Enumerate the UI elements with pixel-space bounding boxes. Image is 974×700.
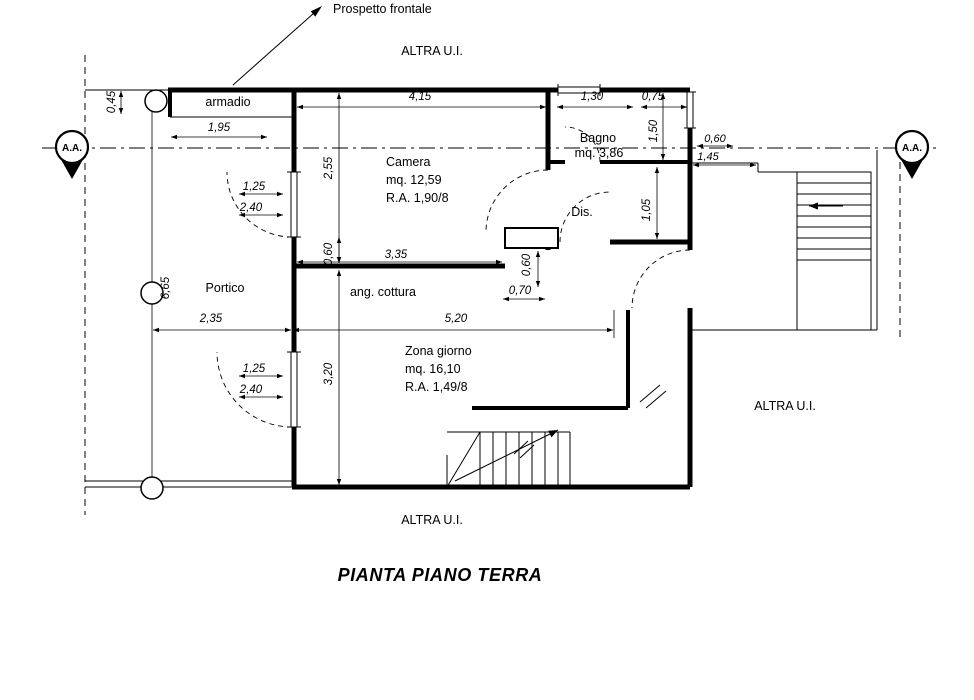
room-ra-camera: R.A. 1,90/8 [386, 191, 449, 205]
dimension-texts: 0,45 1,95 4,15 1,30 0,75 1,50 0,60 1,45 … [106, 90, 727, 396]
prospetto-arrow-icon [310, 6, 322, 17]
altra-ui-top: ALTRA U.I. [401, 44, 463, 58]
exterior-stairs [692, 150, 878, 331]
dim-3-35: 3,35 [385, 249, 408, 261]
dim-0-75: 0,75 [642, 91, 665, 103]
door-swings [216, 126, 691, 428]
dim-0-60-left: 0,60 [323, 242, 335, 265]
window-bagno [557, 84, 601, 96]
dim-1-50: 1,50 [648, 119, 660, 142]
door-arc-entrance [631, 249, 691, 309]
column [144, 89, 168, 113]
room-area-bagno: mq. 3,86 [575, 146, 624, 160]
interior-stairs [446, 384, 667, 488]
column [140, 476, 164, 500]
dim-2-40-bottom: 2,40 [239, 384, 263, 396]
interior-walls [292, 90, 690, 410]
shutter-arc-bottom [216, 351, 293, 428]
dim-1-25-top: 1,25 [243, 181, 266, 193]
dim-0-45: 0,45 [106, 90, 118, 113]
dim-1-25-bottom: 1,25 [243, 363, 266, 375]
dim-4-15: 4,15 [409, 91, 432, 103]
dim-0-60-duct: 0,60 [521, 253, 533, 276]
room-labels: armadio Camera mq. 12,59 R.A. 1,90/8 Bag… [205, 95, 623, 394]
stair-break-mark-2 [639, 384, 667, 409]
stair-direction-arrow-interior [454, 429, 559, 482]
room-label-camera: Camera [386, 155, 431, 169]
door-arc-camera [485, 169, 549, 233]
dimension-lines [118, 91, 756, 485]
dim-2-40-top: 2,40 [239, 202, 263, 214]
room-area-zona-giorno: mq. 16,10 [405, 362, 461, 376]
dim-2-35: 2,35 [199, 313, 223, 325]
dim-6-65: 6,65 [160, 276, 172, 299]
dim-1-05: 1,05 [641, 198, 653, 221]
room-label-armadio: armadio [205, 95, 250, 109]
room-ra-zona-giorno: R.A. 1,49/8 [405, 380, 468, 394]
page-title: PIANTA PIANO TERRA [338, 565, 543, 585]
kitchen-duct [504, 227, 559, 249]
altra-ui-right: ALTRA U.I. [754, 399, 816, 413]
section-circle-icon [894, 129, 930, 165]
portico-columns [140, 89, 168, 500]
reference-lines [42, 55, 938, 515]
room-label-ang-cottura: ang. cottura [350, 285, 416, 299]
section-label-right: A.A. [902, 143, 922, 154]
dim-2-55: 2,55 [323, 156, 335, 180]
prospetto-callout: Prospetto frontale [232, 2, 432, 86]
dim-1-95: 1,95 [208, 122, 231, 134]
room-label-portico: Portico [206, 281, 245, 295]
prospetto-label: Prospetto frontale [333, 2, 432, 16]
section-label-left: A.A. [62, 143, 82, 154]
adjacent-unit-labels: ALTRA U.I. ALTRA U.I. ALTRA U.I. [401, 44, 816, 527]
dim-3-20: 3,20 [323, 362, 335, 385]
window-camera [287, 171, 301, 238]
room-label-dis: Dis. [571, 205, 593, 219]
room-area-camera: mq. 12,59 [386, 173, 442, 187]
column [140, 281, 164, 305]
dim-5-20: 5,20 [445, 313, 468, 325]
windows [287, 84, 696, 428]
room-label-zona-giorno: Zona giorno [405, 344, 472, 358]
altra-ui-bottom: ALTRA U.I. [401, 513, 463, 527]
section-marker-right: A.A. [894, 129, 930, 179]
dim-0-70: 0,70 [509, 285, 532, 297]
window-zona-giorno [287, 351, 301, 428]
door-arc-dis [559, 191, 611, 243]
dim-1-45: 1,45 [697, 151, 719, 163]
door-arc-bagno [564, 126, 601, 163]
room-label-bagno: Bagno [580, 131, 616, 145]
stair-break-mark [513, 440, 535, 459]
dim-0-60-right: 0,60 [704, 133, 726, 145]
section-circle-icon [54, 129, 90, 165]
section-marker-left: A.A. [54, 129, 90, 179]
window-right [684, 91, 696, 129]
shutter-arc-top [226, 171, 293, 238]
dim-1-30: 1,30 [581, 91, 604, 103]
